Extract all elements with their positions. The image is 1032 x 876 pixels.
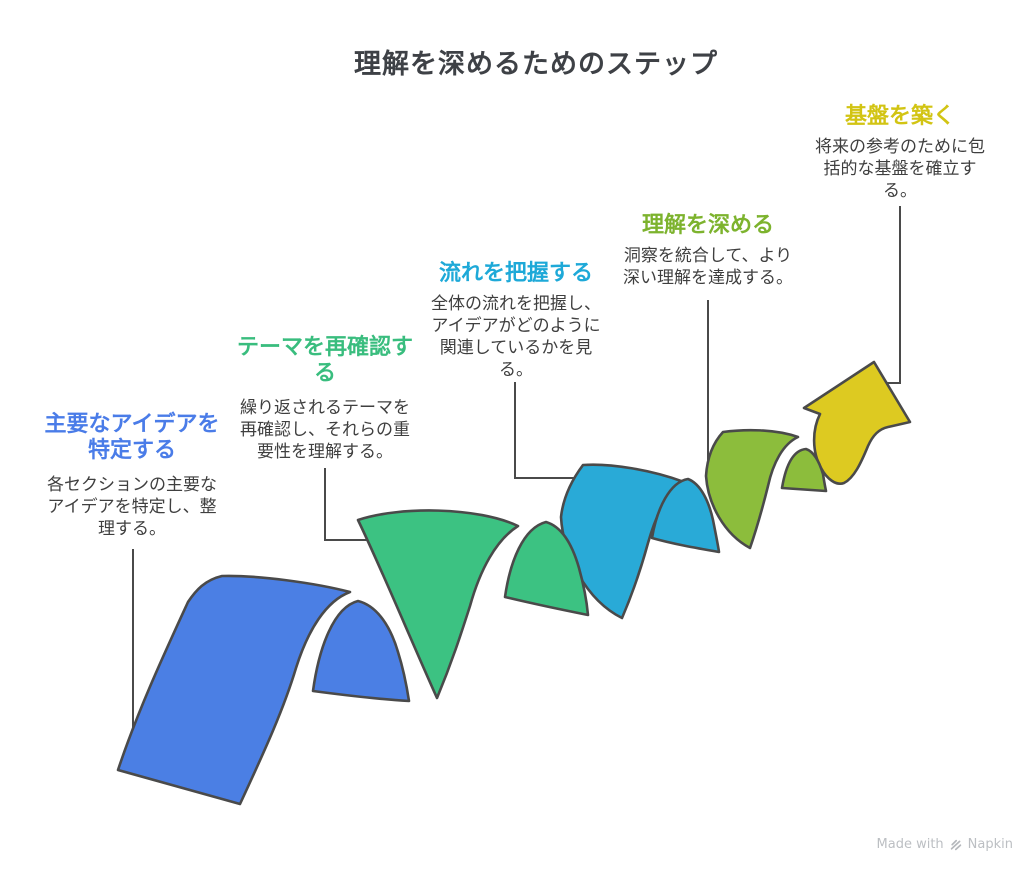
step-5-title: 基盤を築く [844,104,955,129]
ribbon-arch-blue [311,599,411,703]
made-with-napkin: Made with Napkin [877,837,1013,852]
step-4-title: 理解を深める [641,213,774,238]
connector-step-3 [514,382,577,479]
connector-step-5 [886,206,901,384]
ribbon-band-cyan [559,463,686,620]
ribbon-arrow-yellow [802,360,912,485]
ribbon-band-lime [704,428,800,550]
step-2-title: テーマを再確認する [236,335,413,386]
ribbon-band-blue [116,574,352,806]
step-1-title: 主要なアイデアを特定する [44,412,220,463]
napkin-brand-label: Napkin [967,837,1013,852]
step-4-description: 洞察を統合して、より深い理解を達成する。 [623,246,793,288]
ribbon-band-green [356,509,520,700]
made-with-label: Made with [876,837,944,852]
ribbon-arch-lime [780,447,828,493]
page-title: 理解を深めるためのステップ [354,49,718,80]
connector-step-2 [324,468,371,541]
step-2-description: 繰り返されるテーマを再確認し、それらの重要性を理解する。 [240,398,410,462]
step-1-description: 各セクションの主要なアイデアを特定し、整理する。 [47,475,217,539]
step-3-description: 全体の流れを把握し、アイデアがどのように関連しているかを見る。 [431,294,601,380]
ribbon-arch-green [503,520,590,617]
step-3-title: 流れを把握する [438,261,593,286]
step-5-description: 将来の参考のために包括的な基盤を確立する。 [815,137,985,201]
ribbon-arch-cyan [650,477,721,554]
napkin-logo-icon [950,839,961,850]
